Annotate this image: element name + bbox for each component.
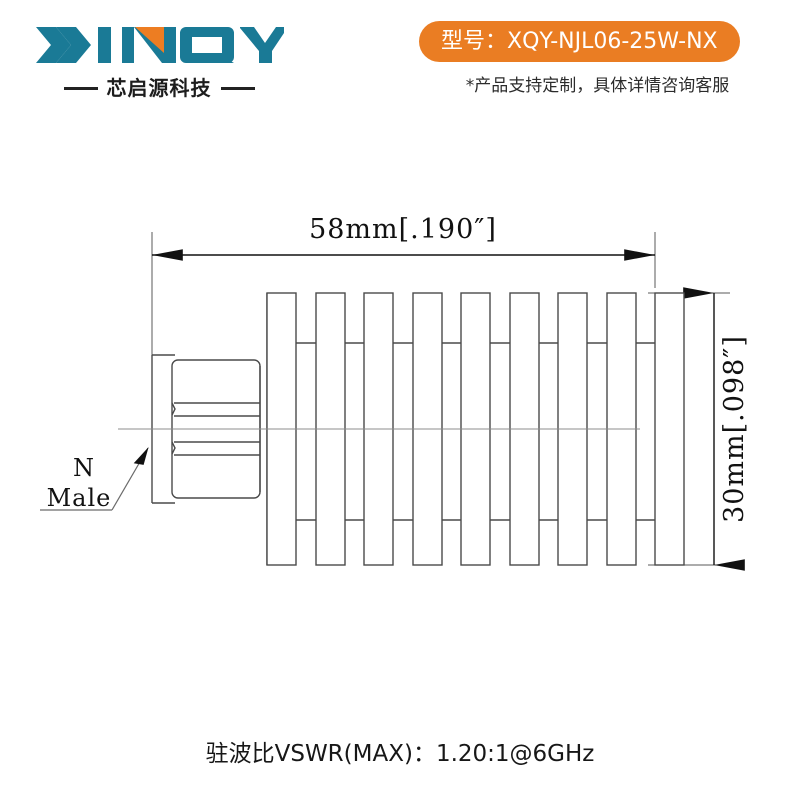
model-number-text: 型号：XQY-NJL06-25W-NX — [441, 28, 718, 54]
brand-block: 芯启源科技 — [34, 22, 284, 102]
callout-label-line2: Male — [47, 484, 112, 512]
connector-nut-body — [171, 359, 261, 499]
vswr-spec-text: 驻波比VSWR(MAX)：1.20:1@6GHz — [205, 740, 595, 767]
brand-dash-left — [63, 86, 98, 90]
callout-label-line1: N — [73, 454, 95, 482]
connector-groove-upper-notch — [171, 402, 176, 416]
xinqy-logo — [36, 27, 284, 63]
callout-n-male: N Male — [40, 446, 149, 512]
dimension-length-label: 58mm[.190″] — [309, 214, 497, 245]
technical-drawing: 58mm[.190″] 30mm[.098″] — [0, 120, 800, 710]
callout-leader-line — [111, 446, 149, 511]
dimension-height: 30mm[.098″] — [683, 287, 750, 571]
model-number-badge: 型号：XQY-NJL06-25W-NX — [419, 21, 740, 62]
dimension-height-label: 30mm[.098″] — [719, 335, 750, 523]
company-name-cn: 芯启源科技 — [34, 74, 284, 102]
fin — [654, 292, 685, 566]
drawing-canvas: 58mm[.190″] 30mm[.098″] — [40, 214, 750, 571]
page-header: 芯启源科技 型号：XQY-NJL06-25W-NX *产品支持定制，具体详情咨询… — [0, 0, 800, 120]
connector-groove-lower-notch — [171, 441, 176, 455]
dimension-length: 58mm[.190″] — [152, 214, 655, 261]
footer-spec: 驻波比VSWR(MAX)：1.20:1@6GHz — [0, 726, 800, 782]
company-name-text: 芯启源科技 — [106, 76, 212, 100]
customization-note-text: *产品支持定制，具体详情咨询客服 — [465, 75, 730, 96]
brand-dash-right — [220, 86, 255, 90]
customization-note: *产品支持定制，具体详情咨询客服 — [419, 72, 776, 100]
